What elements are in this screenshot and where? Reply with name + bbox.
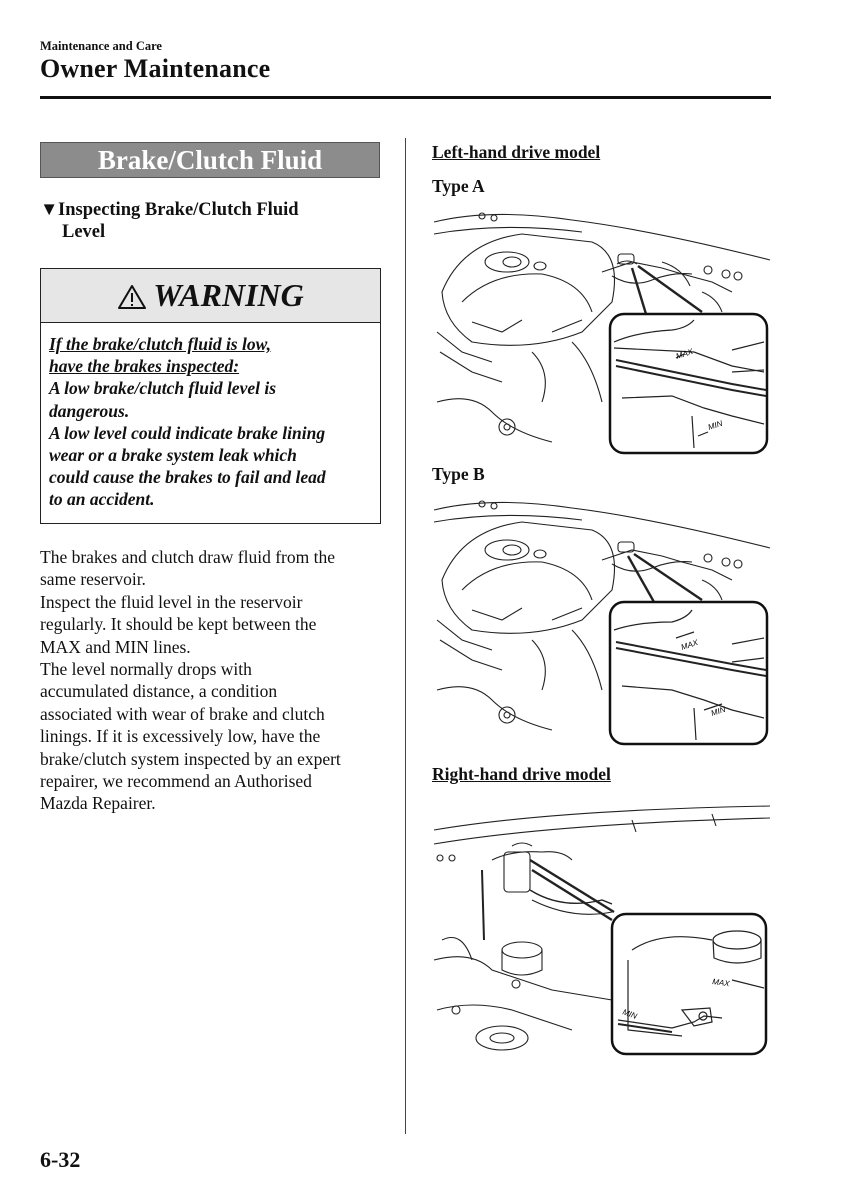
body-line: Mazda Repairer.: [40, 793, 156, 814]
subsection-line-1: Inspecting Brake/Clutch Fluid: [58, 200, 299, 220]
triangle-marker-icon: ▼: [40, 200, 59, 220]
warning-underlined-line: have the brakes inspected:: [49, 356, 240, 377]
min-label: MIN: [707, 419, 724, 432]
warning-body: If the brake/clutch fluid is low, have t…: [49, 333, 374, 511]
body-line: linings. If it is excessively low, have …: [40, 726, 321, 747]
subsection-line-2: Level: [62, 222, 106, 242]
min-label: MIN: [710, 705, 727, 718]
warning-triangle-icon: [118, 285, 147, 309]
body-line: same reservoir.: [40, 569, 146, 590]
type-a-engine-illustration: MAX MIN: [433, 212, 771, 455]
warning-title: WARNING: [153, 277, 304, 313]
body-line: repairer, we recommend an Authorised: [40, 771, 312, 792]
type-b-label: Type B: [432, 464, 485, 484]
body-line: MAX and MIN lines.: [40, 636, 191, 657]
rhd-engine-illustration: MAX MIN: [433, 805, 771, 1056]
rhd-heading: Right-hand drive model: [432, 764, 611, 784]
column-divider: [405, 138, 406, 1134]
body-line: accumulated distance, a condition: [40, 681, 278, 702]
warning-line: A low level could indicate brake lining: [49, 422, 326, 443]
warning-line: to an accident.: [49, 489, 155, 510]
lhd-heading: Left-hand drive model: [432, 142, 601, 162]
type-b-engine-illustration: MAX MIN: [433, 500, 771, 746]
body-line: The level normally drops with: [40, 659, 252, 680]
warning-line: dangerous.: [49, 400, 130, 421]
warning-underlined-line: If the brake/clutch fluid is low,: [49, 334, 272, 354]
section-banner: Brake/Clutch Fluid: [40, 142, 380, 178]
warning-line: wear or a brake system leak which: [49, 445, 297, 466]
page-title: Owner Maintenance: [40, 54, 271, 83]
body-paragraph: The brakes and clutch draw fluid from th…: [40, 546, 390, 815]
warning-box: WARNING If the brake/clutch fluid is low…: [40, 268, 381, 524]
page-number: 6-32: [40, 1147, 81, 1172]
subsection-heading: ▼Inspecting Brake/Clutch Fluid Level: [40, 199, 380, 243]
body-line: The brakes and clutch draw fluid from th…: [40, 547, 335, 567]
section-kicker: Maintenance and Care: [40, 39, 162, 53]
max-label: MAX: [712, 977, 731, 988]
warning-header: WARNING: [41, 269, 380, 323]
type-a-label: Type A: [432, 176, 485, 196]
body-line: brake/clutch system inspected by an expe…: [40, 748, 341, 769]
body-line: Inspect the fluid level in the reservoir: [40, 591, 303, 612]
body-line: associated with wear of brake and clutch: [40, 703, 325, 724]
warning-line: A low brake/clutch fluid level is: [49, 378, 277, 399]
body-line: regularly. It should be kept between the: [40, 614, 317, 635]
header-rule: [40, 96, 771, 99]
warning-line: could cause the brakes to fail and lead: [49, 467, 326, 488]
